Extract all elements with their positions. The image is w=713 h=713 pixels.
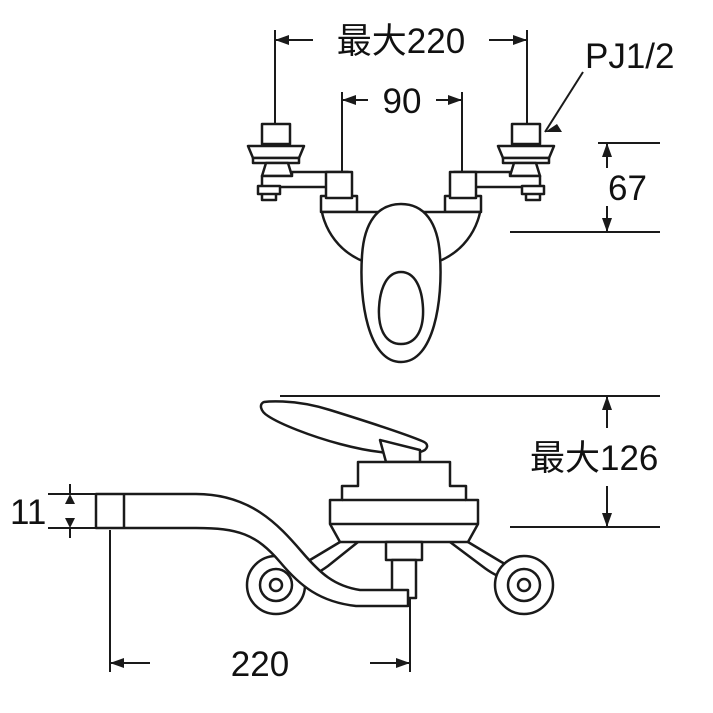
dim-spout-height bbox=[280, 395, 660, 528]
dim-label-spout-thickness: 11 bbox=[10, 493, 46, 532]
dim-label-inlet-height: 67 bbox=[608, 169, 647, 208]
lever-handle-side-view bbox=[259, 400, 429, 464]
dim-label-pj12: PJ1/2 bbox=[585, 37, 675, 76]
dim-spout-thickness bbox=[48, 484, 95, 538]
dim-inlet-height bbox=[510, 142, 660, 233]
lever-handle-top-view bbox=[360, 202, 442, 364]
left-eccentric-fitting bbox=[245, 554, 307, 616]
spout-side-view bbox=[94, 492, 410, 608]
dim-top-width bbox=[274, 30, 528, 135]
left-inlet-assembly bbox=[246, 122, 359, 214]
leader-pj12 bbox=[544, 71, 584, 133]
dim-label-spout-height: 最大126 bbox=[530, 439, 658, 478]
mixer-body-side-view bbox=[328, 460, 480, 544]
right-inlet-assembly bbox=[443, 122, 556, 214]
dim-label-top-width: 最大220 bbox=[337, 22, 465, 61]
outlet-stub-side-view bbox=[384, 540, 424, 600]
dim-label-spout-reach: 220 bbox=[231, 645, 289, 684]
right-eccentric-fitting bbox=[493, 554, 555, 616]
dim-label-center-spacing: 90 bbox=[383, 82, 422, 121]
dim-spout-reach bbox=[109, 530, 411, 672]
